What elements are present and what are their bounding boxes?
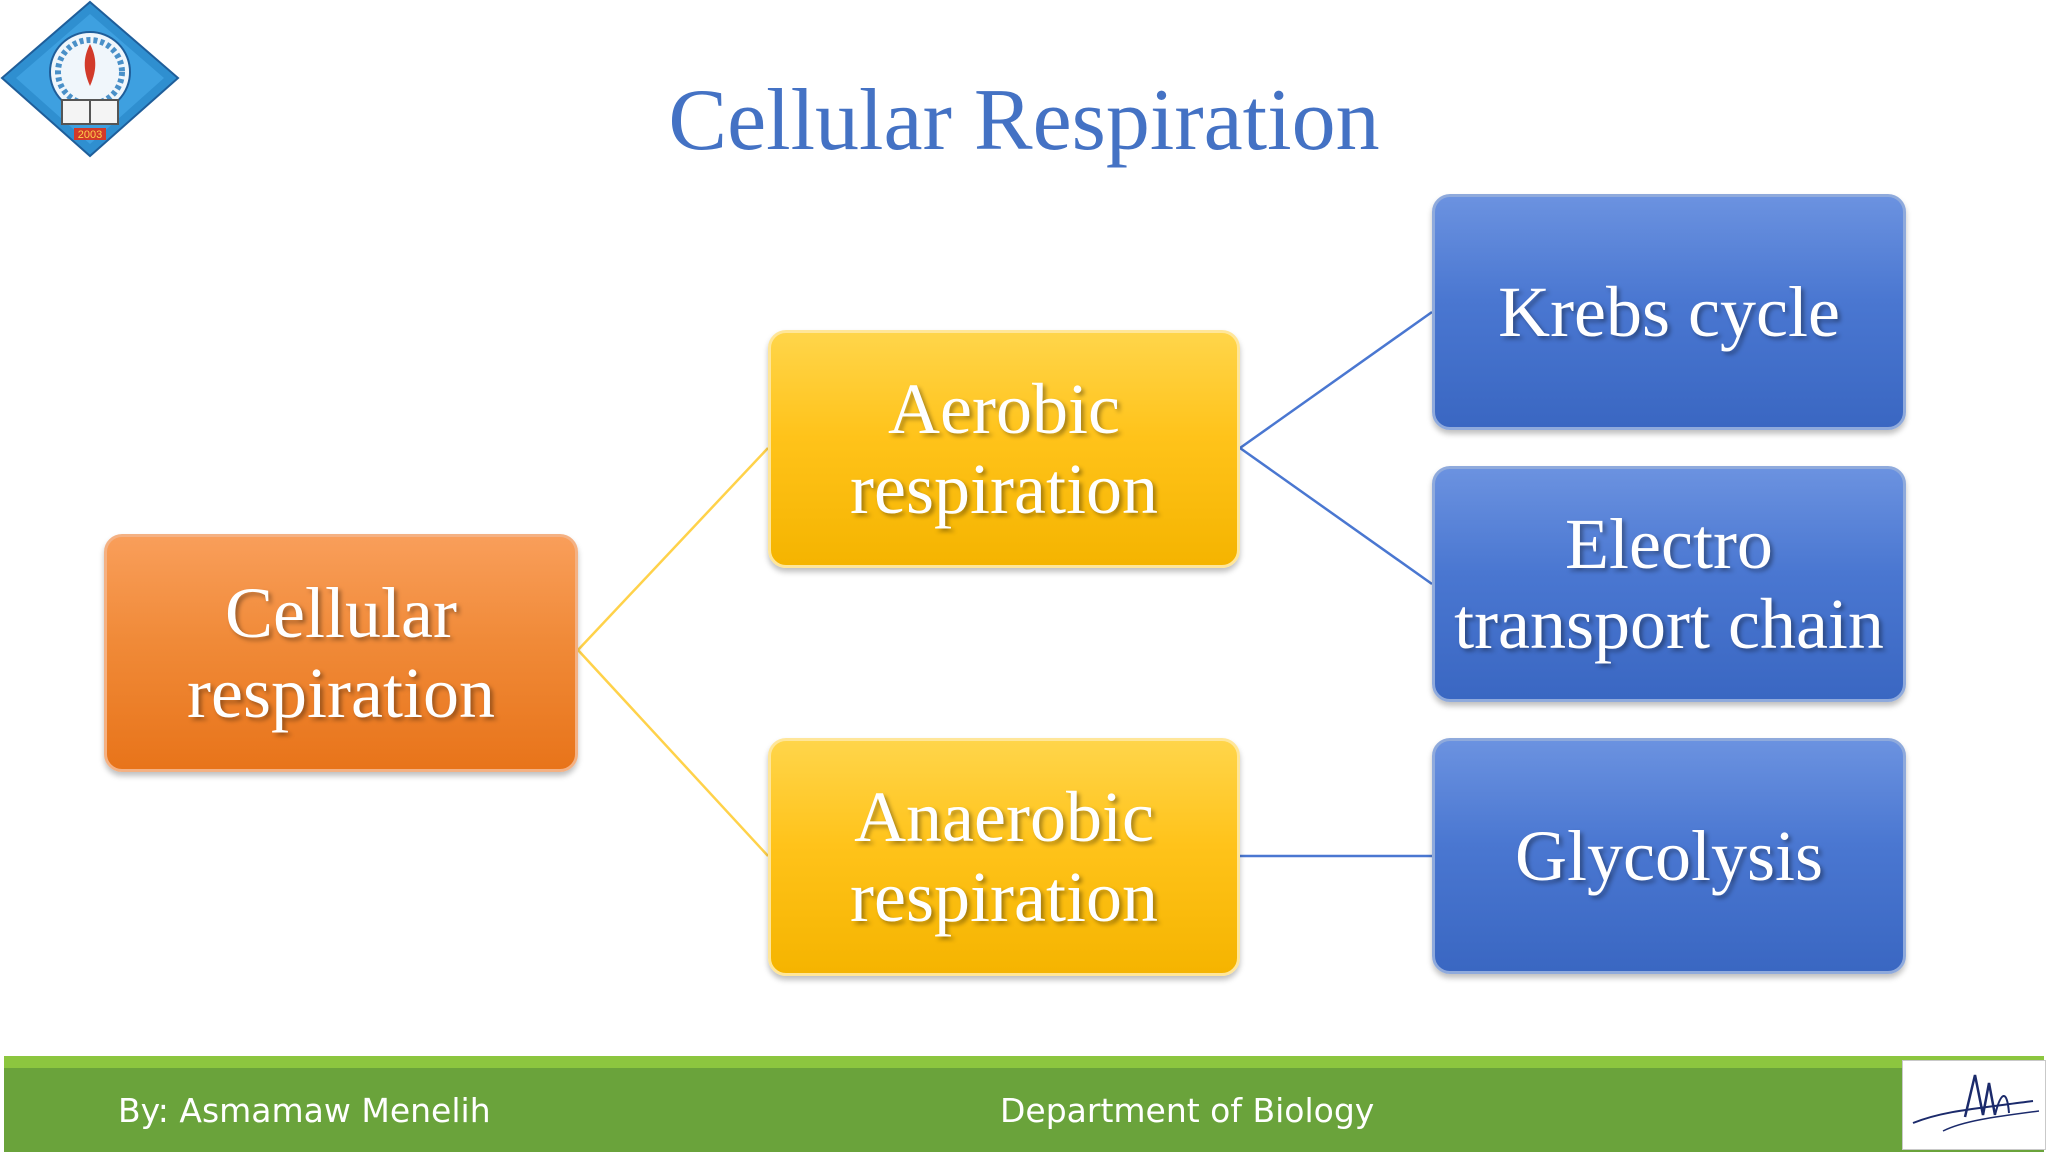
university-logo-icon: 2003 [0,0,180,158]
signature-icon [1912,1074,2040,1132]
slide-title: Cellular Respiration [668,72,1380,169]
node-aerobic-line1: Aerobic [888,369,1120,449]
signature-box [1902,1060,2046,1150]
node-cellular-respiration-line1: Cellular [225,573,457,653]
node-anaerobic-respiration: Anaerobic respiration [768,738,1240,976]
node-cellular-respiration: Cellular respiration [104,534,578,772]
node-aerobic-line2: respiration [850,449,1158,529]
connector-root-aerobic [577,447,769,651]
connector-aerobic-etc [1239,446,1433,586]
footer: By: Asmamaw Menelih Department of Biolog… [0,1056,2048,1152]
node-krebs-cycle: Krebs cycle [1432,194,1906,430]
node-aerobic-respiration: Aerobic respiration [768,330,1240,568]
node-anaerobic-line2: respiration [850,857,1158,937]
node-anaerobic-line1: Anaerobic [854,777,1154,857]
connector-root-anaerobic [577,649,769,857]
logo-year: 2003 [78,129,102,141]
node-electro-transport-chain: Electro transport chain [1432,466,1906,702]
footer-author: By: Asmamaw Menelih [118,1091,491,1130]
node-etc-line2: transport chain [1454,584,1884,664]
footer-bar [4,1056,2044,1152]
node-glycolysis: Glycolysis [1432,738,1906,974]
node-krebs-label: Krebs cycle [1498,272,1840,352]
node-etc-line1: Electro [1565,504,1773,584]
connector-aerobic-krebs [1239,310,1433,450]
footer-department: Department of Biology [1000,1091,1375,1130]
node-cellular-respiration-line2: respiration [187,653,495,733]
node-glycolysis-label: Glycolysis [1514,816,1823,896]
